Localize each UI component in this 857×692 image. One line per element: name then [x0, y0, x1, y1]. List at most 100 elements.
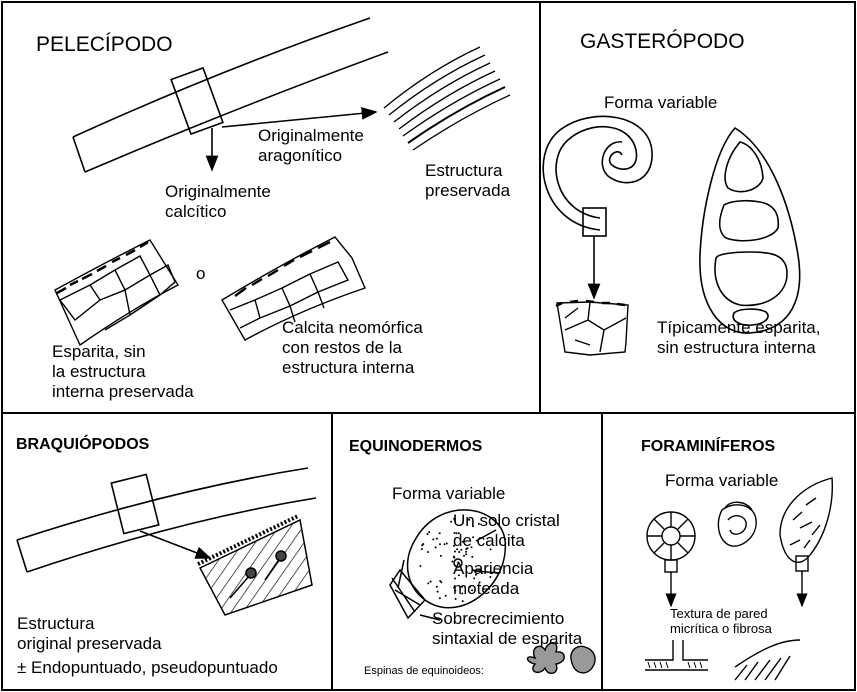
stipple-dot — [472, 569, 475, 572]
label-mottled: Apariencia moteada — [453, 559, 534, 599]
stipple-dot — [489, 548, 492, 551]
label-originally-calcitic: Originalmente calcítico — [165, 182, 271, 222]
stipple-dot — [454, 577, 456, 580]
foram-trochospiral — [717, 501, 757, 547]
label-single-crystal: Un solo cristal de calcita — [453, 511, 560, 551]
label-typically-sparite: Típicamente esparita, sin estructura int… — [657, 318, 821, 358]
stipple-dot — [427, 582, 430, 585]
foram-elongate — [779, 477, 834, 608]
stipple-dot — [426, 533, 429, 535]
title-foraminiferos: FORAMINÍFEROS — [641, 438, 776, 455]
echinoid-spine-icons — [526, 642, 596, 675]
stipple-dot — [420, 548, 423, 551]
stipple-dot — [477, 522, 480, 525]
bivalve-shell — [72, 17, 389, 173]
label-neomorphic-calcite: Calcita neomórfica con restos de la estr… — [282, 318, 423, 378]
stipple-dot — [445, 542, 448, 545]
label-syntaxial-overgrowth: Sobrecrecimiento sintaxial de esparita — [432, 609, 583, 649]
stipple-dot — [436, 590, 439, 593]
stipple-dot — [439, 554, 442, 557]
stipple-dot — [452, 555, 455, 558]
stipple-dot — [453, 517, 456, 520]
echinoderm-plate — [389, 509, 506, 621]
preserved-structure-sketch — [383, 46, 511, 151]
stipple-dot — [457, 561, 460, 564]
label-variable-form-gastropod: Forma variable — [604, 93, 718, 112]
stipple-dot — [478, 581, 481, 584]
brachiopod-structure-sketch — [197, 514, 313, 616]
stipple-dot — [434, 546, 437, 549]
label-variable-form-echinoderm: Forma variable — [392, 484, 506, 503]
label-echinoid-spines: Espinas de equinoideos: — [364, 665, 484, 677]
stipple-dot — [475, 573, 477, 576]
stipple-dot — [443, 543, 446, 546]
stipple-dot — [457, 574, 460, 577]
wall-texture-sketches — [645, 639, 801, 681]
stipple-dot — [489, 576, 492, 578]
stipple-dot — [472, 536, 475, 539]
stipple-dot — [469, 585, 472, 588]
stipple-dot — [451, 560, 454, 563]
stipple-dot — [461, 592, 464, 595]
stipple-dot — [465, 550, 467, 553]
stipple-dot — [465, 553, 468, 556]
stipple-dot — [432, 538, 435, 541]
title-braquiopodos: BRAQUIÓPODOS — [16, 436, 150, 453]
stipple-dot — [439, 543, 441, 546]
stipple-dot — [438, 532, 441, 535]
stipple-dot — [438, 597, 441, 600]
stipple-dot — [428, 531, 431, 534]
label-variable-form-foram: Forma variable — [665, 471, 779, 490]
stipple-dot — [471, 589, 474, 592]
stipple-dot — [454, 589, 457, 592]
stipple-dot — [471, 555, 474, 558]
label-sparite: Esparita, sin la estructura interna pres… — [52, 342, 194, 402]
neomorphic-fragment — [221, 236, 366, 341]
stipple-dot — [472, 525, 475, 528]
title-pelecipodo: PELECÍPODO — [36, 33, 173, 56]
stipple-dot — [466, 547, 469, 550]
stipple-dot — [458, 551, 461, 553]
stipple-dot — [470, 546, 473, 549]
label-wall-texture: Textura de pared micrítica o fibrosa — [670, 606, 772, 637]
stipple-dot — [429, 580, 432, 583]
stipple-dot — [454, 598, 457, 600]
label-or: o — [196, 264, 206, 283]
stipple-dot — [453, 544, 455, 547]
stipple-dot — [435, 585, 438, 588]
stipple-dot — [491, 572, 494, 574]
stipple-dot — [453, 531, 456, 534]
stipple-dot — [460, 548, 463, 551]
mottled-dots — [419, 517, 494, 603]
stipple-dot — [463, 554, 465, 557]
title-gasteropodo: GASTERÓPODO — [580, 30, 745, 53]
stipple-dot — [461, 585, 463, 588]
label-original-structure: Estructura original preservada — [17, 614, 162, 654]
stipple-dot — [435, 537, 438, 540]
label-originally-aragonitic: Originalmente aragonítico — [258, 126, 364, 166]
brachiopod-shell — [16, 467, 317, 573]
stipple-dot — [444, 594, 447, 597]
stipple-dot — [475, 568, 478, 571]
sparite-fragment — [54, 239, 179, 347]
stipple-dot — [456, 548, 459, 551]
stipple-dot — [421, 544, 424, 547]
stipple-dot — [454, 550, 456, 553]
stipple-dot — [478, 568, 481, 571]
label-preserved-structure: Estructura preservada — [425, 161, 511, 201]
stipple-dot — [457, 532, 460, 535]
foram-planispiral — [646, 511, 696, 608]
stipple-dot — [468, 518, 471, 521]
stipple-dot — [439, 580, 442, 582]
stipple-dot — [426, 551, 429, 553]
gastropod-spiral — [542, 115, 653, 300]
stipple-dot — [453, 586, 455, 589]
stipple-dot — [455, 532, 458, 535]
stipple-dot — [461, 540, 464, 543]
stipple-dot — [419, 565, 422, 567]
stipple-dot — [450, 520, 453, 523]
gastropod-fragment — [555, 299, 629, 356]
